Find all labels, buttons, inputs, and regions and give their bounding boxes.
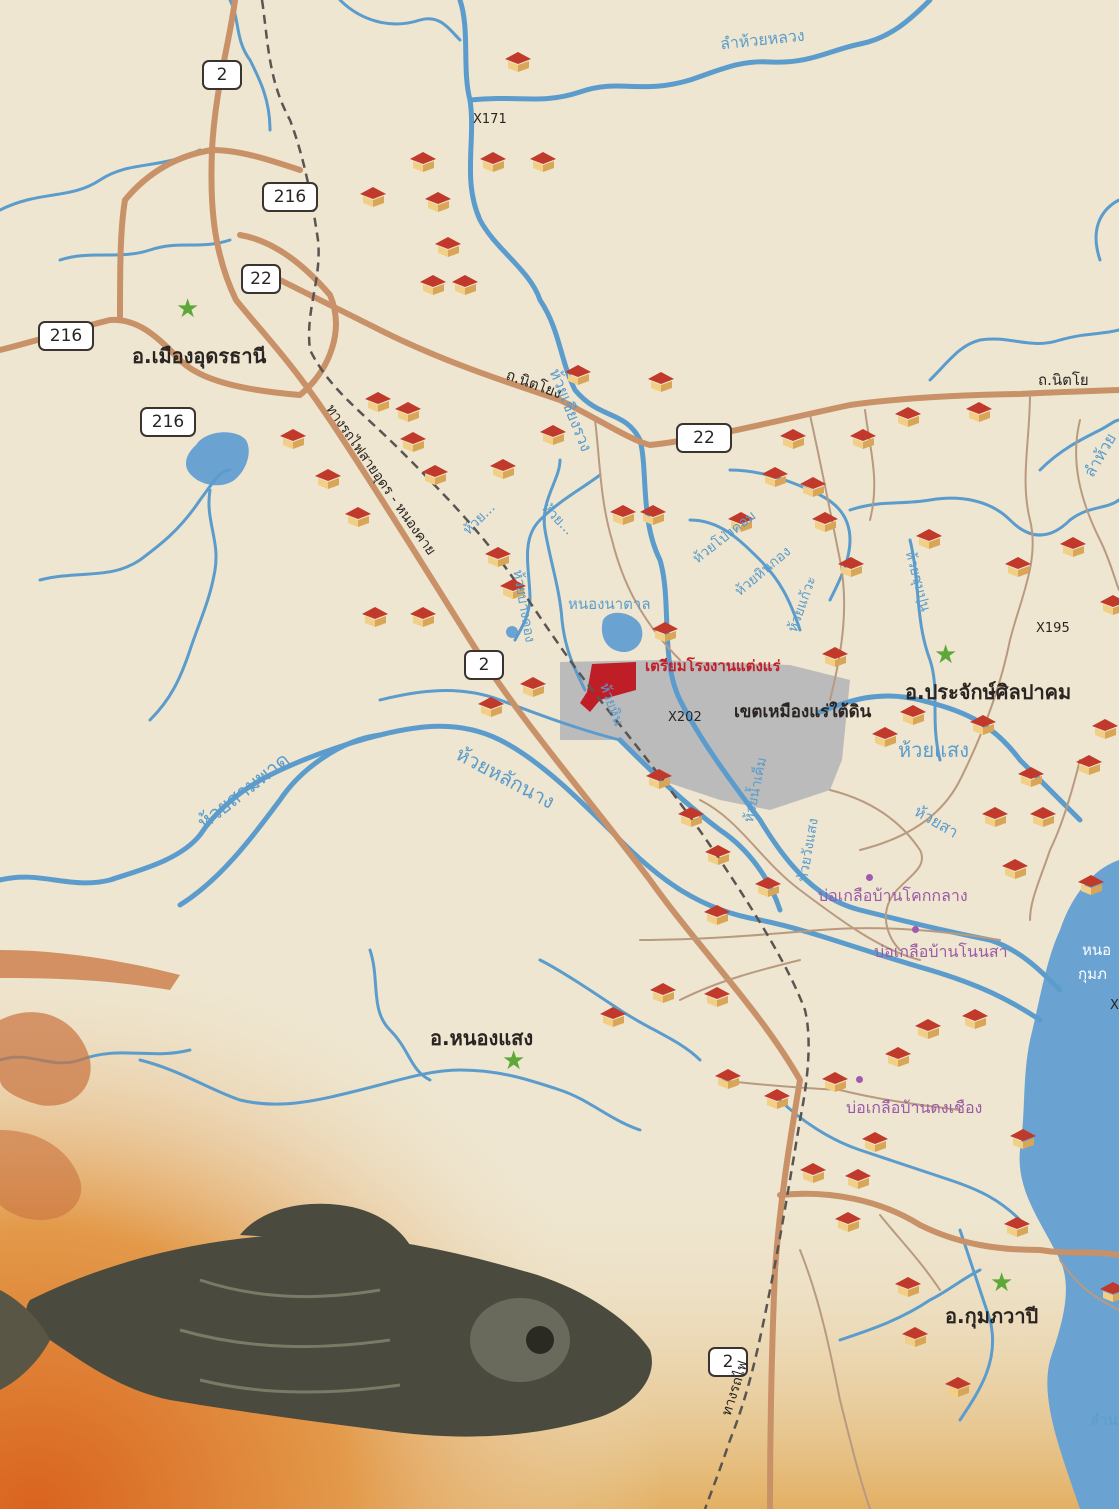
dot-icon bbox=[866, 874, 873, 881]
lake-west bbox=[185, 432, 249, 486]
code-x171: X171 bbox=[473, 112, 507, 127]
star-icon: ★ bbox=[176, 294, 200, 324]
route-2-shield: 2 bbox=[202, 60, 242, 90]
lakes bbox=[185, 432, 1119, 1509]
route-22-shield: 22 bbox=[241, 264, 281, 294]
salt-well-khok-klang: บ่อเกลือบ้านโคกกลาง bbox=[818, 886, 968, 905]
mine-zone-label: เขตเหมืองแร่ใต้ดิน bbox=[734, 702, 872, 722]
river-label-lam: ลำน bbox=[1090, 1411, 1118, 1429]
mine-zone bbox=[560, 660, 850, 810]
district-kumphawapi: อ.กุมภวาปี bbox=[945, 1304, 1039, 1328]
lake-label-kumphawapi: หนอ bbox=[1082, 941, 1112, 959]
processing-plant bbox=[580, 662, 636, 712]
lake-nong-na-tan bbox=[601, 612, 643, 653]
code-x-edge: X bbox=[1110, 998, 1119, 1013]
fish-illustration bbox=[0, 950, 652, 1437]
route-216-shield: 216 bbox=[262, 182, 318, 212]
route-216-shield: 216 bbox=[38, 321, 94, 351]
lake-kumphawapi bbox=[1019, 860, 1119, 1509]
code-x202: X202 bbox=[668, 710, 702, 725]
star-icon: ★ bbox=[502, 1046, 526, 1076]
dot-icon bbox=[912, 926, 919, 933]
salt-well-dong-chiang: บ่อเกลือบ้านดงเชือง bbox=[846, 1098, 983, 1117]
route-216-shield: 216 bbox=[140, 407, 196, 437]
minor-roads bbox=[594, 393, 1119, 1509]
star-icon: ★ bbox=[990, 1268, 1014, 1298]
district-mueang-udon: อ.เมืองอุดรธานี bbox=[132, 344, 267, 368]
lake-label-kumphawapi: กุมภ bbox=[1078, 965, 1107, 983]
lake-label-nong-na-tan: หนองนาตาล bbox=[568, 595, 651, 613]
route-22-shield: 22 bbox=[676, 423, 732, 453]
plant-label: เตรียมโรงงานแต่งแร่ bbox=[645, 657, 781, 675]
salt-well-non-sa: บ่อเกลือบ้านโนนสา bbox=[874, 942, 1008, 961]
district-nong-saeng: อ.หนองแสง bbox=[430, 1026, 534, 1050]
star-icon: ★ bbox=[934, 640, 958, 670]
road-name-nittayo: ถ.นิตโย bbox=[1038, 371, 1089, 389]
code-x195: X195 bbox=[1036, 621, 1070, 636]
route-2-shield: 2 bbox=[464, 650, 504, 680]
river-label-huai-sang: ห้วยแสง bbox=[898, 738, 969, 762]
route-2-shield: 2 bbox=[708, 1347, 748, 1377]
railway-line bbox=[260, 0, 810, 1509]
dot-icon bbox=[856, 1076, 863, 1083]
district-prachak: อ.ประจักษ์ศิลปาคม bbox=[905, 680, 1072, 704]
